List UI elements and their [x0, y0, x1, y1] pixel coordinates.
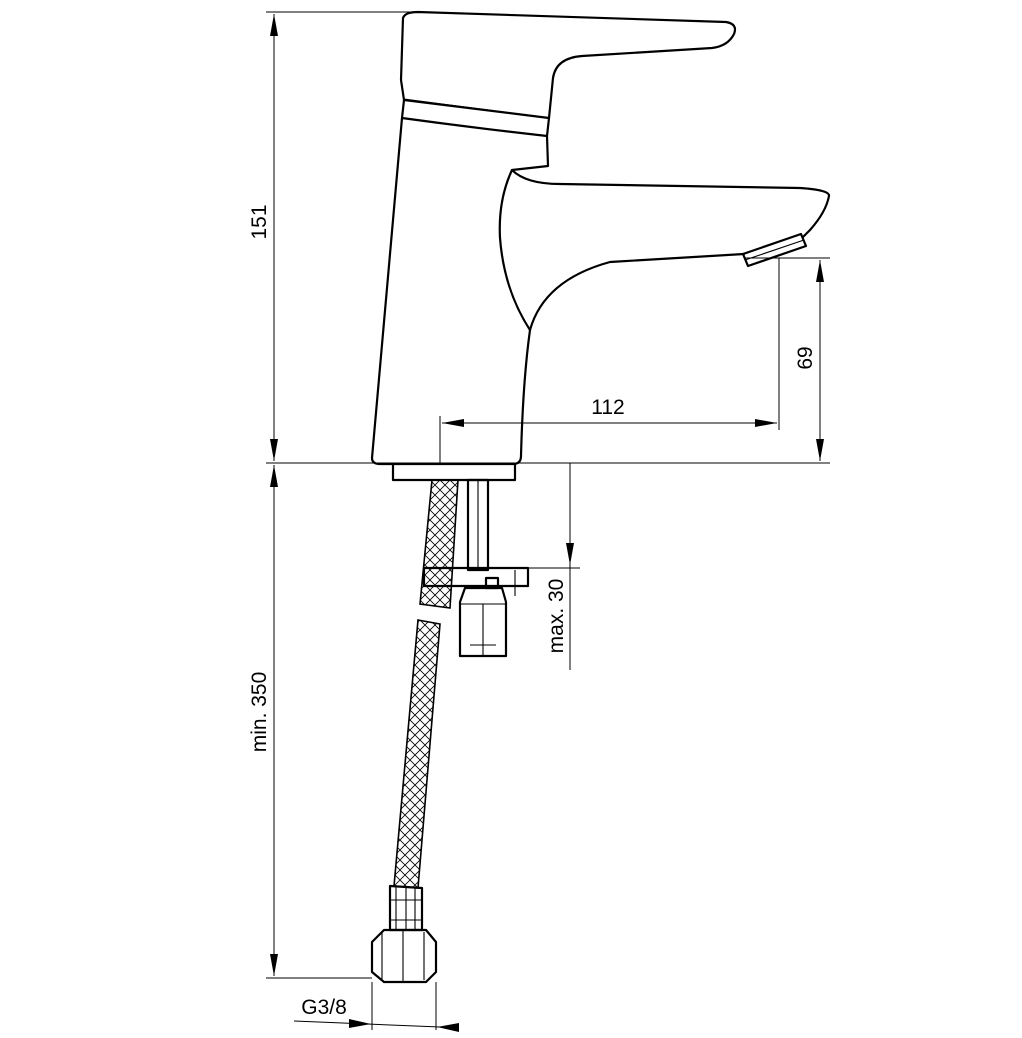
- dimension-connection-thread: G3/8: [293, 996, 459, 1032]
- label-min-hose-length: min. 350: [248, 672, 271, 753]
- extension-lines: [266, 11, 830, 1030]
- hose-upper-section: [419, 479, 459, 609]
- aerator: [741, 232, 808, 268]
- label-spout-height: 69: [794, 346, 817, 369]
- fixing-nut: [458, 586, 508, 658]
- hose-lower-section: [393, 619, 441, 889]
- lever-handle: [399, 10, 737, 120]
- flex-hose: [370, 479, 459, 984]
- dimension-spout-height: 69: [794, 260, 824, 461]
- label-spout-reach: 112: [591, 396, 624, 419]
- base-ring: [391, 462, 517, 482]
- dimension-spout-reach: 112: [442, 396, 777, 427]
- label-connection-thread: G3/8: [301, 996, 347, 1019]
- connection-nut: [370, 928, 438, 984]
- spout: [498, 134, 550, 332]
- dimension-total-height: 151: [248, 14, 278, 461]
- installation-parts: [422, 478, 530, 658]
- dimension-max-deck-thickness: max. 30: [545, 543, 574, 653]
- label-total-height: 151: [248, 204, 271, 239]
- tap-body: [370, 10, 831, 482]
- dimension-min-hose-length: min. 350: [248, 465, 278, 976]
- label-max-deck-thickness: max. 30: [545, 579, 568, 654]
- tap-column: [370, 116, 746, 466]
